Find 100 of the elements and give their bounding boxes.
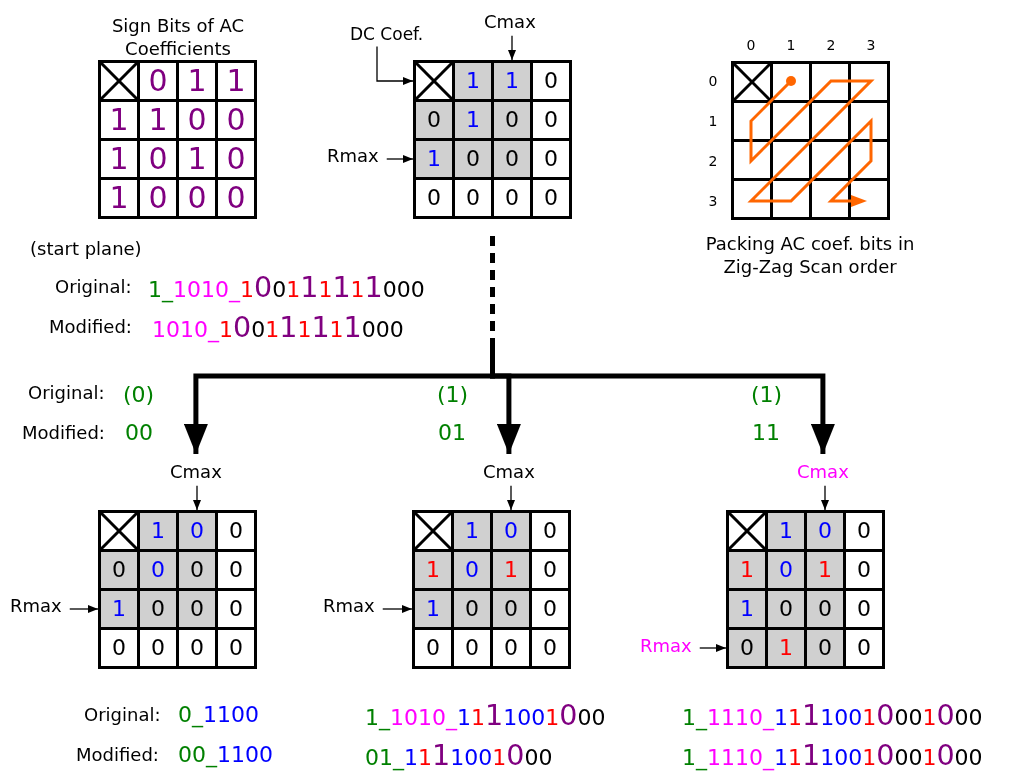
matrix-cell: 0: [101, 630, 137, 666]
annotation-label: Rmax: [327, 146, 379, 167]
leader-arrow: [386, 155, 414, 163]
text-label: Modified:: [22, 422, 105, 444]
matrix-cell: 0: [493, 513, 529, 549]
matrix-cell: 1: [493, 552, 529, 588]
matrix-cell: 0: [179, 102, 215, 138]
matrix-cell: 0: [807, 630, 843, 666]
annotation-label: Rmax: [10, 596, 62, 617]
matrix-cell: 1: [140, 102, 176, 138]
matrix-cell: 0: [454, 591, 490, 627]
matrix-cell: 0: [218, 141, 254, 177]
matrix-cell: 1: [140, 513, 176, 549]
matrix-cell: 0: [533, 63, 569, 99]
matrix-cell: 1: [416, 141, 452, 177]
leader-arrow: [382, 605, 413, 613]
axis-number: 3: [707, 192, 719, 211]
matrix-cell: 0: [494, 102, 530, 138]
matrix-cell: 1: [454, 513, 490, 549]
text-label: Modified:: [49, 316, 132, 338]
bit-string: 1_1110_11110010001000: [682, 737, 983, 773]
annotation-label: Rmax: [323, 596, 375, 617]
matrix-cell: 0: [454, 552, 490, 588]
branch-bits: (0): [123, 381, 155, 409]
text-label: Modified:: [76, 744, 159, 766]
bit-string: 1_1010_100111111000: [148, 269, 425, 305]
matrix-cell: 0: [179, 513, 215, 549]
matrix-cell: 0: [454, 630, 490, 666]
matrix-cell: 0: [533, 102, 569, 138]
matrix-cell: 0: [140, 63, 176, 99]
matrix-cell: 0: [140, 180, 176, 216]
matrix-cell: 1: [494, 63, 530, 99]
annotation-label: Cmax: [483, 462, 535, 483]
matrix-cell: 0: [416, 102, 452, 138]
matrix-cell: 0: [179, 630, 215, 666]
bit-matrix: [98, 510, 257, 669]
branch-bits: (1): [751, 381, 783, 409]
matrix-cell: 0: [455, 141, 491, 177]
axis-number: 2: [825, 36, 837, 55]
matrix-cell: 1: [807, 552, 843, 588]
matrix-cell: 1: [218, 63, 254, 99]
matrix-cell: 1: [729, 591, 765, 627]
matrix-cell: 0: [532, 513, 568, 549]
matrix-cell: 0: [179, 591, 215, 627]
matrix-cell: 1: [455, 63, 491, 99]
matrix-cell: 0: [218, 630, 254, 666]
leader-arrow: [69, 605, 99, 613]
matrix-cell: 0: [533, 141, 569, 177]
matrix-cell: 0: [101, 552, 137, 588]
annotation-label: Cmax: [170, 462, 222, 483]
matrix-cell: 1: [455, 102, 491, 138]
axis-number: 1: [707, 112, 719, 131]
branch-bits: 00: [125, 419, 153, 447]
branch-bits: 01: [438, 419, 466, 447]
matrix-cell: 1: [768, 513, 804, 549]
matrix-cell: 0: [218, 180, 254, 216]
matrix-cell: 0: [729, 630, 765, 666]
text-label: (start plane): [30, 238, 142, 260]
leader-arrow: [508, 35, 516, 61]
matrix-cell: 0: [807, 513, 843, 549]
bit-matrix: [413, 60, 572, 219]
matrix-cell: 0: [218, 552, 254, 588]
matrix-cell: 0: [532, 552, 568, 588]
annotation-label: Cmax: [797, 462, 849, 483]
matrix-cell: 0: [846, 591, 882, 627]
matrix-cell: 0: [218, 513, 254, 549]
matrix-caption: Packing AC coef. bits in Zig-Zag Scan order: [704, 232, 916, 279]
bit-string: 0_1100: [178, 701, 259, 729]
matrix-cell: 0: [494, 180, 530, 216]
branch-bits: 11: [752, 419, 780, 447]
matrix-cell: 0: [493, 591, 529, 627]
annotation-label: Cmax: [484, 12, 536, 33]
text-label: Original:: [55, 276, 132, 298]
bit-string: 00_1100: [178, 741, 273, 769]
matrix-cell: 1: [101, 591, 137, 627]
matrix-heading: Sign Bits of AC Coefficients: [110, 14, 246, 61]
matrix-cell: 0: [415, 630, 451, 666]
matrix-cell: 0: [846, 552, 882, 588]
leader-arrow: [507, 485, 515, 511]
matrix-cell: 0: [494, 141, 530, 177]
matrix-cell: 0: [455, 180, 491, 216]
bit-string: 1_1010_1111001000: [365, 697, 606, 733]
axis-number: 1: [785, 36, 797, 55]
matrix-cell: 0: [140, 141, 176, 177]
leader-arrow: [699, 644, 727, 652]
matrix-cell: 0: [532, 591, 568, 627]
matrix-cell: 0: [533, 180, 569, 216]
matrix-cell: 0: [846, 513, 882, 549]
leader-arrow: [821, 485, 829, 511]
matrix-cell: 0: [493, 630, 529, 666]
matrix-cell: 1: [768, 630, 804, 666]
bit-string: 1010_100111111000: [152, 309, 404, 345]
matrix-cell: 0: [140, 630, 176, 666]
bit-string: 01_1111001000: [365, 737, 553, 773]
matrix-cell: 0: [846, 630, 882, 666]
matrix-cell: 0: [218, 591, 254, 627]
text-label: Original:: [28, 382, 105, 404]
leader-arrow: [376, 45, 414, 85]
matrix-cell: 1: [179, 141, 215, 177]
bit-string: 1_1110_11110010001000: [682, 697, 983, 733]
